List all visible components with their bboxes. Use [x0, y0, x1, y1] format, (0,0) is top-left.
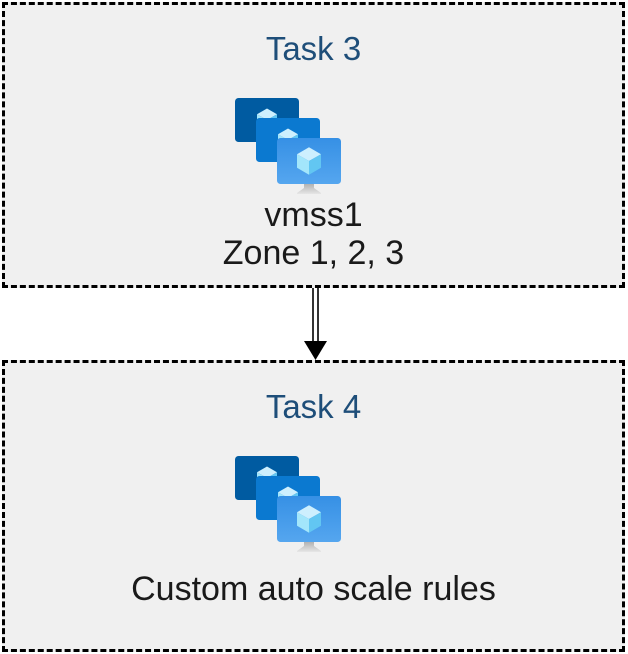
- task4-labels: Custom auto scale rules: [5, 570, 622, 608]
- zones-label: Zone 1, 2, 3: [222, 234, 405, 272]
- task3-labels: vmss1 Zone 1, 2, 3: [5, 196, 622, 272]
- arrowhead-icon: [304, 341, 327, 360]
- vmss-name-label: vmss1: [264, 196, 363, 234]
- task3-box: Task 3 vmss1 Zone 1, 2, 3: [2, 2, 625, 288]
- vm-scale-sets-icon: [235, 456, 341, 552]
- task4-title: Task 4: [265, 388, 362, 425]
- task3-title: Task 3: [265, 30, 362, 67]
- task4-box: Task 4 Custom auto scale rules: [2, 360, 625, 652]
- down-arrow-connector: [304, 288, 327, 360]
- vm-scale-sets-icon: [235, 98, 341, 194]
- autoscale-rules-label: Custom auto scale rules: [131, 570, 496, 608]
